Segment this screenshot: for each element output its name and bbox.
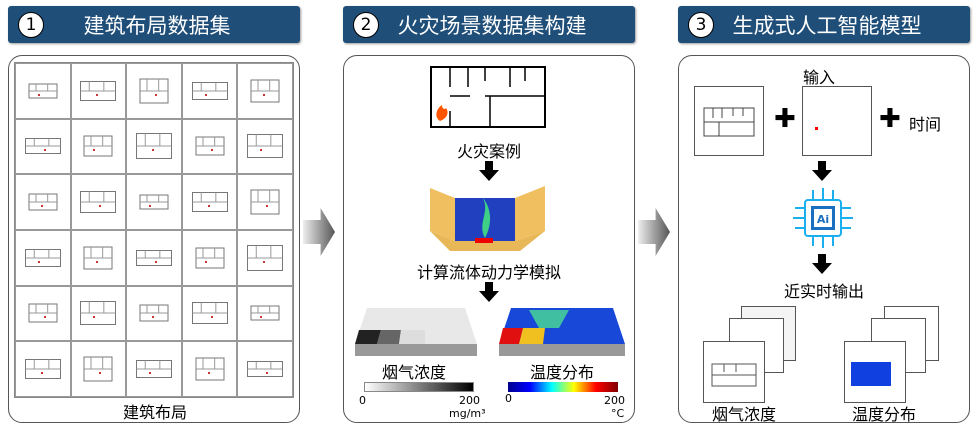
layout-thumbnail [237,341,293,397]
time-label: 时间 [909,115,942,134]
fire-case-floorplan [430,66,546,128]
fire-case-label: 火灾案例 [456,142,521,161]
layout-thumbnail [70,118,127,175]
layout-thumbnail [126,341,182,397]
layout-thumbnail [237,118,293,175]
arrow-right-icon [638,208,670,256]
stage-title: 建筑布局数据集 [83,13,231,38]
stage-title: 生成式人工智能模型 [732,13,922,38]
step-number: 3 [688,11,714,38]
layout-thumbnail [15,230,71,286]
arrow-down-icon [812,161,832,181]
layout-thumbnail [126,285,182,342]
temperature-field [851,362,891,386]
arrow-right-icon [303,208,335,256]
input-layout-image [694,86,764,156]
ai-chip-icon: Ai [793,188,853,248]
layout-thumbnail [181,118,238,175]
arrow-down-icon [479,282,499,302]
temperature-slab [499,308,625,356]
smoke-max: 200 [459,394,480,407]
temperature-output-frame [844,341,906,403]
layout-thumbnail [70,174,127,230]
smoke-min: 0 [359,394,366,407]
temperature-colorbar [508,382,618,392]
input-label: 输入 [802,68,835,87]
layout-caption: 建筑布局 [122,403,187,422]
layout-thumbnail [126,63,182,119]
smoke-slab [355,308,477,356]
plus-icon: ✚ [774,104,796,134]
smoke-label: 烟气浓度 [381,363,446,382]
smoke-output-frame [703,341,765,403]
layout-thumbnail [70,285,127,342]
arrow-down-icon [479,161,499,181]
layout-thumbnail [15,341,71,397]
plus-icon: ✚ [879,104,901,134]
layout-thumbnail [181,341,238,397]
cfd-label: 计算流体动力学模拟 [416,263,561,282]
layout-grid [14,62,294,398]
temperature-label: 温度分布 [529,363,594,382]
step-number: 1 [18,11,44,38]
layout-thumbnail [15,174,71,230]
layout-thumbnail [70,230,127,286]
layout-thumbnail [15,118,71,175]
layout-thumbnail [15,63,71,119]
layout-thumbnail [15,285,71,342]
layout-thumbnail [237,174,293,230]
layout-thumbnail [237,285,293,342]
stage3-panel: 输入 ✚ ✚ 时间 Ai 近实时输出 烟气浓度 温度分布 [678,55,970,424]
layout-thumbnail [181,63,238,119]
step-number: 2 [353,11,379,38]
output-temperature-label: 温度分布 [851,405,916,424]
smoke-colorbar [364,382,474,392]
layout-thumbnail [126,174,182,230]
arrow-down-icon [812,254,832,274]
output-smoke-label: 烟气浓度 [711,405,776,424]
stage-title: 火灾场景数据集构建 [397,13,587,38]
smoke-unit: mg/m³ [449,407,486,420]
layout-thumbnail [181,230,238,286]
ai-chip-text: Ai [817,213,829,226]
temperature-min: 0 [505,392,512,405]
layout-thumbnail [126,230,182,286]
input-fire-source-image [802,86,872,156]
output-label: 近实时输出 [783,282,864,301]
stage1-header: 1 建筑布局数据集 [8,6,300,43]
stage2-panel: 火灾案例 计算流体动力学模拟 烟气浓度 温度分布 0 200 mg/m³ 0 2… [343,55,635,423]
stage2-header: 2 火灾场景数据集构建 [343,6,635,43]
stage3-header: 3 生成式人工智能模型 [678,6,970,43]
cfd-simulation-box [430,186,545,251]
temperature-unit: °C [611,407,625,420]
layout-thumbnail [70,341,127,397]
layout-thumbnail [237,230,293,286]
layout-thumbnail [181,174,238,230]
layout-thumbnail [237,63,293,119]
layout-thumbnail [181,285,238,342]
stage1-panel: 建筑布局 [8,55,300,423]
temperature-max: 200 [604,394,625,407]
fire-source-dot [815,127,818,130]
layout-thumbnail [70,63,127,119]
layout-thumbnail [126,118,182,175]
